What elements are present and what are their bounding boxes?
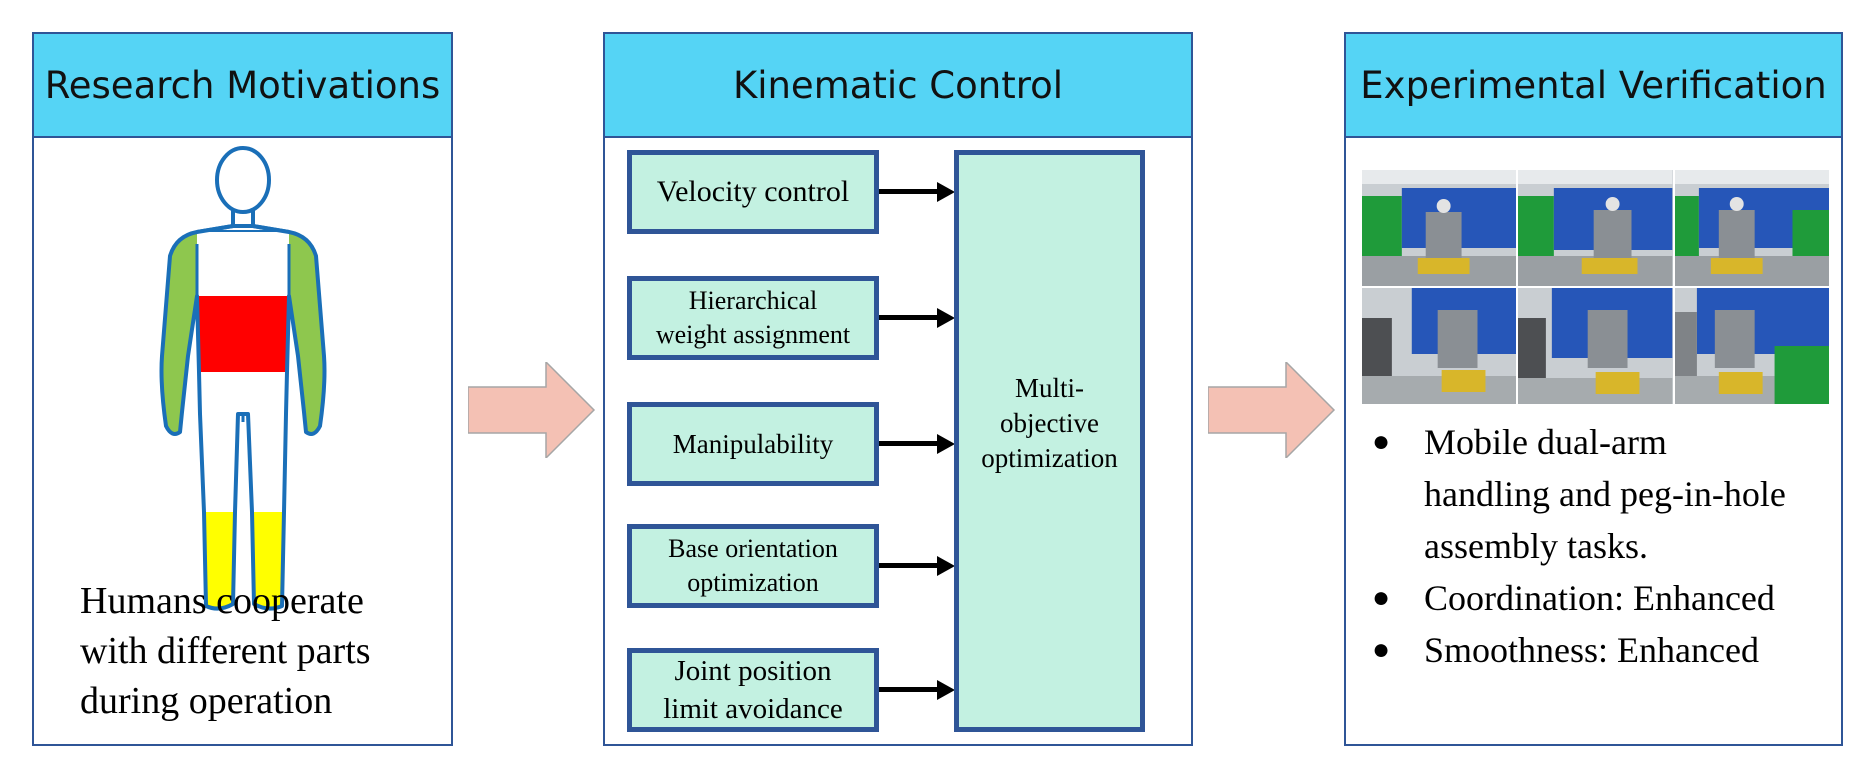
experiment-photo <box>1362 288 1517 404</box>
box-label: limit avoidance <box>663 693 843 725</box>
research-motivations-panel: Research Motivations Humans cooperate <box>32 32 453 746</box>
caption-line: with different parts <box>80 630 371 672</box>
connector-arrow <box>879 441 941 446</box>
human-body-icon <box>159 146 327 611</box>
box-label: objective <box>1000 407 1099 438</box>
multi-objective-optimization-box: Multi- objective optimization <box>954 150 1145 732</box>
experiment-photo <box>1518 170 1673 286</box>
arrow-head-icon <box>937 308 955 328</box>
box-label: Base orientation <box>668 534 838 563</box>
list-item: ● Coordination: Enhanced <box>1372 572 1831 624</box>
list-item: ● Mobile dual-arm handling and peg-in-ho… <box>1372 416 1831 572</box>
box-label: weight assignment <box>655 320 851 349</box>
velocity-control-box: Velocity control <box>627 150 879 234</box>
connector-arrow <box>879 189 941 194</box>
base-orientation-optimization-box: Base orientation optimization <box>627 524 879 608</box>
joint-position-limit-avoidance-box: Joint position limit avoidance <box>627 648 879 732</box>
box-label: Velocity control <box>656 175 850 208</box>
arrow-head-icon <box>937 434 955 454</box>
caption-line: Humans cooperate <box>80 580 364 622</box>
block-arrow-right-icon <box>1208 362 1336 458</box>
bullet-text: assembly tasks. <box>1424 526 1648 566</box>
connector-arrow <box>879 315 941 320</box>
filled-circle-bullet-icon: ● <box>1372 581 1391 614</box>
box-label: Manipulability <box>672 428 834 459</box>
motivation-caption: Humans cooperate with different parts du… <box>80 576 371 726</box>
box-label: Hierarchical <box>688 286 818 315</box>
box-label: Joint position <box>674 655 832 687</box>
box-label: Multi- <box>1014 372 1084 403</box>
arrow-head-icon <box>937 182 955 202</box>
hierarchical-weight-assignment-box: Hierarchical weight assignment <box>627 276 879 360</box>
block-arrow-right-icon <box>468 362 596 458</box>
bullet-text: handling and peg-in-hole <box>1424 474 1786 514</box>
experiment-photo <box>1518 288 1673 404</box>
bullet-text: Smoothness: Enhanced <box>1424 630 1759 670</box>
connector-arrow <box>879 687 941 692</box>
experimental-verification-panel: Experimental Verification <box>1344 32 1843 746</box>
box-label: optimization <box>687 568 819 597</box>
experiment-photo <box>1674 288 1829 404</box>
list-item: ● Smoothness: Enhanced <box>1372 624 1831 676</box>
experiment-photo-grid <box>1362 170 1829 404</box>
research-motivations-title: Research Motivations <box>34 34 451 138</box>
box-label: optimization <box>981 442 1118 473</box>
arrow-head-icon <box>937 556 955 576</box>
verification-bullet-list: ● Mobile dual-arm handling and peg-in-ho… <box>1372 416 1831 676</box>
filled-circle-bullet-icon: ● <box>1372 633 1391 666</box>
filled-circle-bullet-icon: ● <box>1372 425 1391 458</box>
arrow-head-icon <box>937 680 955 700</box>
caption-line: during operation <box>80 680 333 722</box>
kinematic-control-title: Kinematic Control <box>605 34 1191 138</box>
bullet-text: Coordination: Enhanced <box>1424 578 1775 618</box>
kinematic-control-panel: Kinematic Control Velocity control Hiera… <box>603 32 1193 746</box>
experimental-verification-title: Experimental Verification <box>1346 34 1841 138</box>
experiment-photo <box>1674 170 1829 286</box>
bullet-text: Mobile dual-arm <box>1424 422 1667 462</box>
connector-arrow <box>879 563 941 568</box>
experiment-photo <box>1362 170 1517 286</box>
manipulability-box: Manipulability <box>627 402 879 486</box>
